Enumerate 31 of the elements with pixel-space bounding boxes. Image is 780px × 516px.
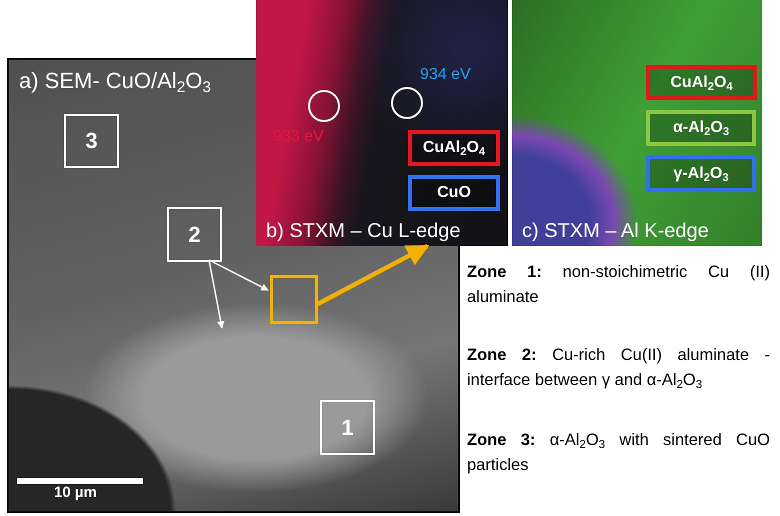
- phase-key-box: [408, 175, 500, 211]
- circle-marker: [391, 87, 423, 119]
- panel-title: b) STXM – Cu L-edge: [266, 220, 461, 243]
- zone-number: 1: [341, 414, 354, 440]
- phase-name: CuAl$_{2}$O$_{4}$: [422, 139, 486, 157]
- phase-key-box: [408, 130, 500, 166]
- zone-description: Zone 2: Cu-rich Cu(II) aluminate - interface between γ and α-Al$_{2}$O$_{3}$: [467, 345, 770, 392]
- zone-description: Zone 1: non-stoichimetric Cu (II) aluminate: [467, 262, 770, 308]
- stxm-map-inset-overlay: [256, 0, 508, 246]
- phase-key-box: [646, 65, 757, 100]
- arrow: [208, 260, 224, 329]
- zone-marker-box: [320, 400, 375, 455]
- zone-marker-box: [64, 114, 119, 168]
- phase-name: γ-Al$_{2}$O$_{3}$: [673, 164, 729, 182]
- zone-description: Zone 3: α-Al$_{2}$O$_{3}$ with sintered CuO particles: [467, 430, 770, 476]
- phase-name: α-Al$_{2}$O$_{3}$: [672, 119, 730, 137]
- zone-number: 2: [188, 222, 201, 248]
- scale-label: 10 µm: [54, 484, 97, 501]
- phase-name: CuAl$_{2}$O$_{4}$: [670, 74, 733, 92]
- zone-marker-box: [167, 207, 222, 262]
- region-of-interest-box: [270, 275, 318, 324]
- stxm-map-panel: [512, 0, 762, 246]
- zone-number: 3: [85, 128, 98, 154]
- arrow: [208, 259, 269, 291]
- phase-key-box: [646, 155, 756, 192]
- energy-label: 934 eV: [420, 66, 471, 84]
- phase-key-box: [646, 110, 756, 146]
- phase-name: CuO: [437, 184, 471, 202]
- panel-title: a) SEM- CuO/Al$_{2}$O$_{3}$: [19, 68, 211, 94]
- panel-title: c) STXM – Al K-edge: [522, 220, 709, 243]
- circle-marker: [308, 90, 340, 122]
